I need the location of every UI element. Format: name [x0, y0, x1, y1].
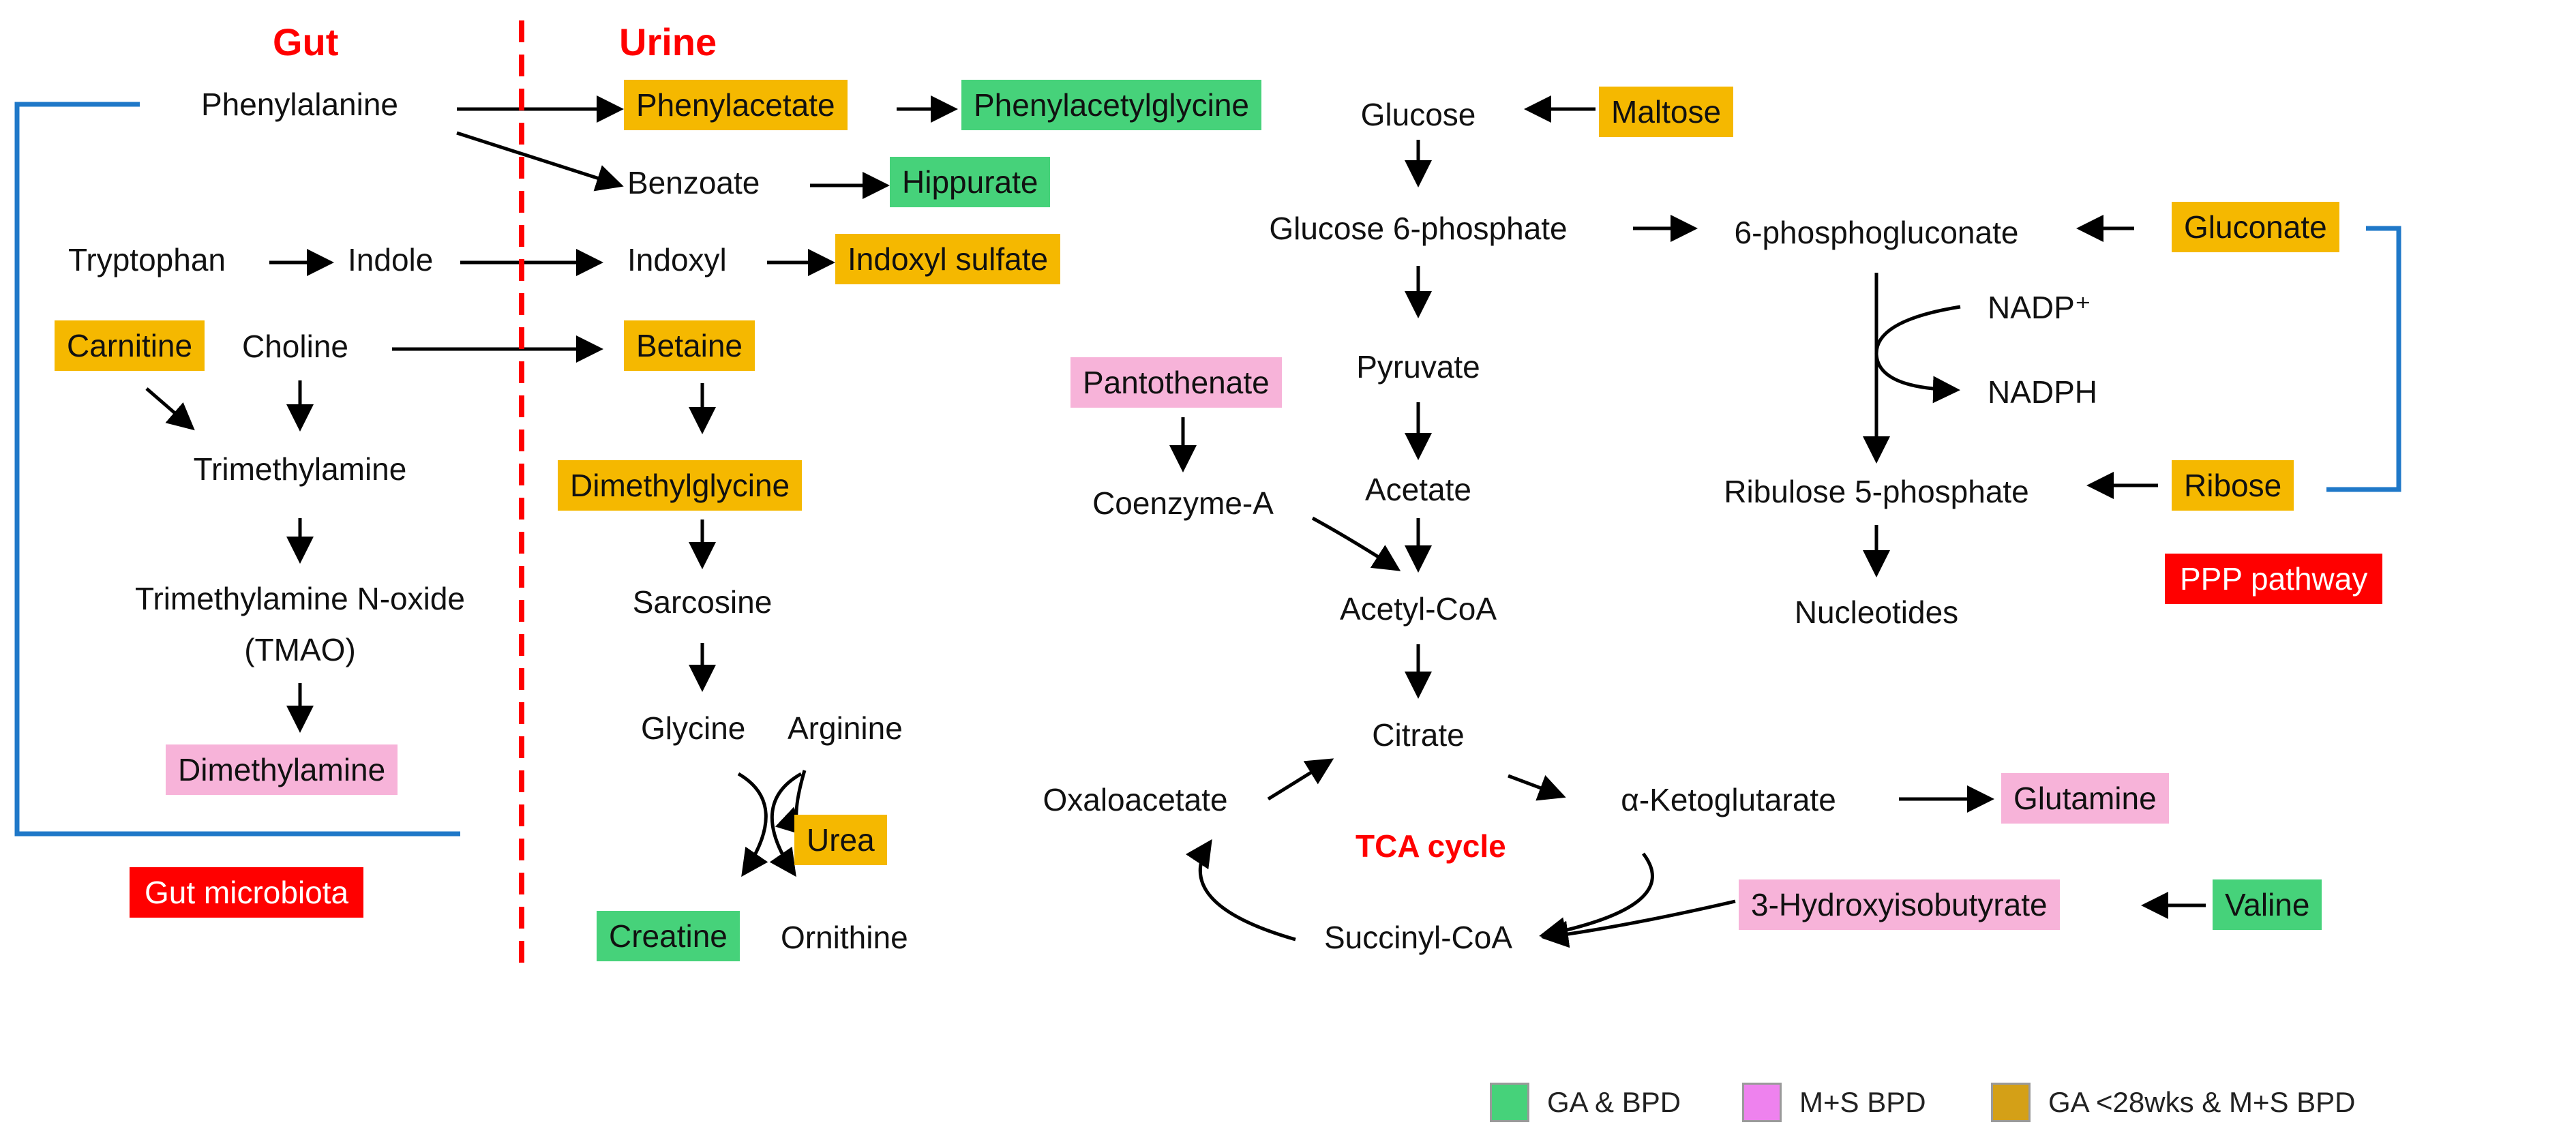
legend-item-ms-bpd: M+S BPD: [1742, 1083, 1926, 1122]
benzoate-label: Benzoate: [627, 165, 760, 200]
3-hydroxyisobutyrate-box: 3-Hydroxyisobutyrate: [1739, 879, 2060, 930]
indole-label: Indole: [348, 242, 434, 277]
tmao-label-line2: (TMAO): [244, 632, 356, 667]
gut-microbiota-box: Gut microbiota: [130, 867, 364, 918]
urea-box: Urea: [794, 815, 887, 865]
legend-label: GA <28wks & M+S BPD: [2048, 1086, 2356, 1118]
legend-swatch-ms-bpd: [1742, 1083, 1782, 1122]
legend-swatch-ga28-ms-bpd: [1991, 1083, 2031, 1122]
acetyl-coa-label: Acetyl-CoA: [1339, 591, 1497, 627]
arrow-hib-succinyl: [1541, 899, 1736, 948]
glucose-label: Glucose: [1360, 97, 1476, 132]
arrow-oxalo-citrate: [1267, 758, 1334, 801]
phenylacetylglycine-box: Phenylacetylglycine: [961, 80, 1262, 130]
maltose-box: Maltose: [1599, 87, 1734, 137]
dimethylamine-box: Dimethylamine: [166, 744, 398, 795]
legend-label: GA & BPD: [1547, 1086, 1681, 1118]
ppp-pathway-box: PPP pathway: [2165, 554, 2383, 604]
arrow-carnitine-tma: [145, 387, 195, 431]
dimethylglycine-box: Dimethylglycine: [558, 460, 803, 511]
pantothenate-box: Pantothenate: [1070, 357, 1282, 408]
legend-item-ga-bpd: GA & BPD: [1490, 1083, 1681, 1122]
glycine-label: Glycine: [641, 710, 746, 746]
succinyl-coa-label: Succinyl-CoA: [1323, 920, 1513, 955]
gut-header: Gut: [273, 20, 339, 63]
arginine-label: Arginine: [788, 710, 903, 746]
arrow-nadp-nadph: [1874, 305, 1961, 404]
betaine-box: Betaine: [624, 320, 755, 371]
indoxyl-sulfate-box: Indoxyl sulfate: [835, 234, 1061, 284]
tryptophan-label: Tryptophan: [68, 242, 226, 277]
nucleotides-label: Nucleotides: [1794, 594, 1959, 630]
nadph-label: NADPH: [1988, 374, 2098, 410]
phenylacetate-box: Phenylacetate: [624, 80, 848, 130]
arrow-citrate-akg: [1508, 774, 1566, 801]
arrow-cross-creatine: [737, 772, 768, 877]
trimethylamine-label: Trimethylamine: [193, 451, 407, 487]
gluconate-box: Gluconate: [2172, 202, 2339, 252]
nadp-label: NADP⁺: [1988, 290, 2092, 325]
glutamine-box: Glutamine: [2001, 773, 2169, 824]
ribulose-5-phosphate-label: Ribulose 5-phosphate: [1724, 474, 2029, 509]
coenzyme-a-label: Coenzyme-A: [1092, 485, 1274, 521]
tmao-label-line1: Trimethylamine N-oxide: [135, 581, 465, 616]
citrate-label: Citrate: [1372, 717, 1465, 753]
glucose-6-phosphate-label: Glucose 6-phosphate: [1269, 211, 1568, 246]
legend-swatch-ga-bpd: [1490, 1083, 1529, 1122]
alpha-ketoglutarate-label: α-Ketoglutarate: [1621, 782, 1836, 817]
arrow-phe-benzoate: [456, 131, 624, 192]
indoxyl-label: Indoxyl: [627, 242, 727, 277]
ornithine-label: Ornithine: [781, 920, 908, 955]
arrow-akg-succinyl: [1539, 852, 1654, 944]
6-phosphogluconate-label: 6-phosphogluconate: [1734, 215, 2019, 250]
tca-cycle-label: TCA cycle: [1356, 828, 1506, 864]
sarcosine-label: Sarcosine: [632, 584, 773, 620]
legend-label: M+S BPD: [1799, 1086, 1926, 1118]
pyruvate-label: Pyruvate: [1356, 349, 1480, 385]
hippurate-box: Hippurate: [890, 157, 1051, 207]
arrow-succinyl-oxalo: [1185, 839, 1296, 942]
valine-box: Valine: [2213, 879, 2322, 930]
oxaloacetate-label: Oxaloacetate: [1043, 782, 1228, 817]
choline-label: Choline: [242, 329, 348, 364]
ppp-bracket: [2326, 226, 2401, 492]
carnitine-box: Carnitine: [55, 320, 205, 371]
ribose-box: Ribose: [2172, 460, 2294, 511]
gut-bracket: [14, 102, 460, 837]
arrow-cross-ornithine: [769, 772, 803, 877]
arrow-coa-acetylcoa: [1311, 516, 1401, 571]
urine-header: Urine: [619, 20, 717, 63]
phenylalanine-label: Phenylalanine: [201, 87, 399, 122]
acetate-label: Acetate: [1365, 472, 1471, 507]
legend-item-ga28-ms-bpd: GA <28wks & M+S BPD: [1991, 1083, 2356, 1122]
creatine-box: Creatine: [597, 911, 740, 961]
